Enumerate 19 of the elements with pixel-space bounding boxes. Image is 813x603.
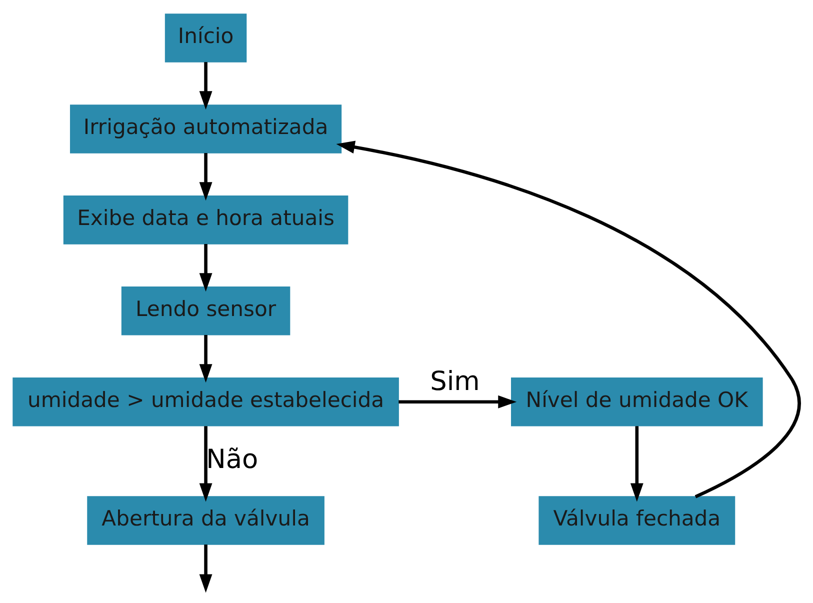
arrow (199, 153, 212, 201)
node-box: Início (164, 14, 247, 62)
arrow (199, 544, 212, 593)
arrow (199, 62, 212, 110)
arrow (199, 244, 212, 292)
edge-label: Sim (430, 367, 480, 398)
arrow (199, 334, 212, 383)
node-box: Lendo sensor (121, 286, 290, 336)
node-box: Irrigação automatizada (70, 104, 342, 154)
edge-label: Não (206, 444, 258, 475)
node-box: Válvula fechada (538, 496, 736, 545)
node-box: umidade > umidade estabelecida (12, 377, 399, 426)
arrow (630, 426, 644, 502)
arrow (336, 140, 800, 498)
node-box: Nível de umidade OK (511, 377, 763, 426)
node-box: Abertura da válvula (87, 496, 324, 545)
arrow (199, 426, 212, 502)
node-box: Exibe data e hora atuais (63, 196, 348, 244)
arrow (398, 395, 517, 408)
